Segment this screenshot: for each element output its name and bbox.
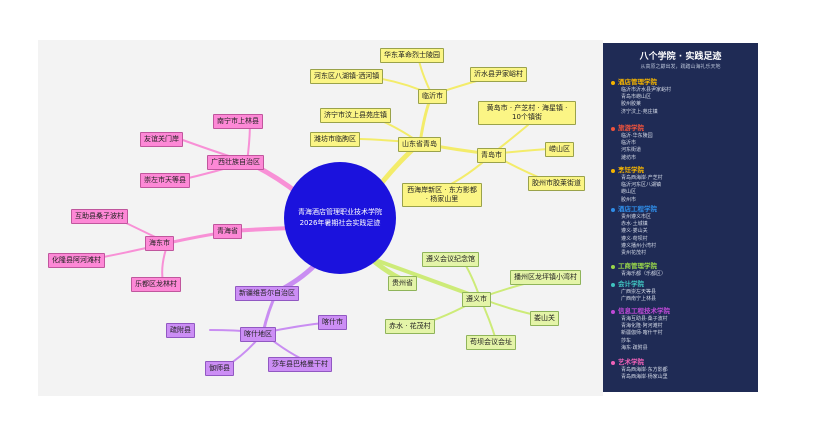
node-ledu: 乐都区龙林村 [131, 277, 181, 292]
legend-item: 济宁汶上·苑庄镇 [621, 108, 658, 115]
node-jiaozhou: 胶州市胶莱街道 [528, 176, 585, 191]
node-minhe: 互助县桑子波村 [71, 209, 128, 224]
legend-section: 酒店管理学院 临沂市沂水县尹家峪村 青岛市崂山区 胶州胶莱 济宁汶上·苑庄镇 [611, 79, 671, 116]
node-zunyihall: 遵义会议纪念馆 [422, 252, 479, 267]
legend-item: 新疆伽师·喀什干村 [621, 330, 663, 337]
node-goujiang: 苟坝会议会址 [466, 335, 516, 350]
legend-section: 信息工程技术学院 青海互助县·桑子波村 青海化隆·阿河滩村 新疆伽师·喀什干村 … [611, 308, 670, 352]
node-guangxi: 广西壮族自治区 [207, 155, 264, 170]
node-shufu: 疏附县 [166, 323, 195, 338]
legend-item: 胶州胶莱 [621, 101, 642, 108]
legend-section-name: 艺术学院 [618, 358, 644, 366]
node-jining: 济宁市汶上县苑庄镇 [320, 108, 391, 123]
node-zunyi: 遵义市 [462, 292, 491, 307]
node-qinghai: 青海省 [213, 224, 242, 239]
legend-item: 潍坊市 [621, 154, 637, 161]
legend-dot [611, 309, 615, 314]
legend-dot [611, 207, 615, 212]
legend-item: 临沂·华东陵园 [621, 133, 653, 139]
node-jiashi: 伽师县 [205, 361, 234, 376]
legend-item: 临沂市沂水县尹家峪村 [621, 87, 672, 93]
node-guizhou: 贵州省 [388, 276, 417, 291]
legend-panel: 八个学院 · 实践足迹 从高原之巅出发，践踏山海礼乐天地 酒店管理学院 临沂市沂… [603, 43, 758, 392]
legend-section: 烹饪学院 青岛西海岸·产芝村 临沂河东区八湖镇 崂山区 胶州市 [611, 167, 663, 204]
legend-dot [611, 80, 615, 85]
legend-item: 广西崇左天等县 [621, 289, 657, 295]
legend-section-name: 工商管理学院 [618, 262, 657, 270]
node-shache: 莎车县巴格曼干村 [268, 357, 332, 372]
legend-item: 广西南宁上林县 [621, 296, 657, 303]
legend-item: 青岛西海岸·东方影都 [621, 367, 668, 373]
legend-item: 临沂市 [621, 140, 637, 147]
legend-section-name: 酒店工程学院 [618, 205, 657, 213]
node-haidong: 海东市 [145, 236, 174, 251]
legend-section: 工商管理学院 青海乐都（乐都区） [611, 263, 666, 278]
legend-section-name: 旅游学院 [618, 124, 644, 132]
legend-item: 青海化隆·阿河滩村 [621, 323, 663, 330]
node-kashi: 喀什地区 [240, 327, 276, 342]
node-chongzuo: 崇左市天等县 [140, 173, 190, 188]
legend-item: 青岛市崂山区 [621, 94, 652, 101]
legend-section-name: 烹饪学院 [618, 166, 644, 174]
legend-section-name: 会计学院 [618, 280, 644, 288]
node-huadong: 华东革命烈士陵园 [380, 48, 444, 63]
legend-subtitle: 从高原之巅出发，践踏山海礼乐天地 [640, 64, 721, 70]
legend-dot [611, 168, 615, 173]
node-weifang: 潍坊市临朐区 [310, 132, 360, 147]
legend-section: 艺术学院 青岛西海岸·东方影都 青岛西海岸·杨家山里 [611, 359, 668, 381]
legend-section: 会计学院 广西崇左天等县 广西南宁上林县 [611, 281, 656, 303]
legend-item: 青海乐都（乐都区） [621, 271, 667, 277]
legend-item: 河东街道 [621, 147, 642, 154]
legend-item: 莎车 [621, 337, 632, 344]
legend-item: 遵义播州小湾村 [621, 242, 657, 249]
node-xinjiang: 新疆维吾尔自治区 [235, 286, 299, 301]
legend-section: 酒店工程学院 贵州遵义市区 赤水·土城镇 遵义·娄山关 遵义·苟坝村 遵义播州小… [611, 206, 657, 257]
node-hualong: 化隆县阿河滩村 [48, 253, 105, 268]
node-yishui: 沂水县尹家峪村 [470, 67, 527, 82]
legend-section-name: 酒店管理学院 [618, 78, 657, 86]
legend-item: 遵义·苟坝村 [621, 235, 648, 242]
legend-section-name: 信息工程技术学院 [618, 307, 670, 315]
node-linyi: 临沂市 [418, 89, 447, 104]
legend-item: 胶州市 [621, 196, 637, 203]
legend-item: 青岛西海岸·产芝村 [621, 175, 663, 181]
legend-title: 八个学院 · 实践足迹 [639, 52, 722, 62]
legend-item: 赤水·土城镇 [621, 221, 648, 228]
node-loushan: 娄山关 [530, 311, 559, 326]
node-bozhou: 播州区龙坪镇小湾村 [510, 270, 581, 285]
legend-item: 海东·疏附县 [621, 344, 648, 351]
node-kashicity: 喀什市 [318, 315, 347, 330]
center-node: 青海酒店管理职业技术学院2026年暑期社会实践足迹 [284, 162, 396, 274]
legend-item: 遵义·娄山关 [621, 228, 648, 235]
legend-item: 崂山区 [621, 189, 637, 196]
node-chishui: 赤水 · 花茂村 [385, 319, 435, 334]
node-nanning: 南宁市上林县 [213, 114, 263, 129]
node-huangdao: 黄岛市 · 产芝村 · 海星镇 · 10个镇街 [478, 101, 576, 125]
legend-dot [611, 282, 615, 287]
node-qingdao: 青岛市 [477, 148, 506, 163]
legend-item: 青岛西海岸·杨家山里 [621, 374, 668, 381]
legend-item: 临沂河东区八湖镇 [621, 182, 662, 189]
node-laoshan: 崂山区 [545, 142, 574, 157]
legend-dot [611, 360, 615, 365]
node-hedong: 河东区八湖镇·洒河镇 [310, 69, 384, 84]
node-shandong: 山东省青岛 [398, 137, 441, 152]
node-xihaian: 西海岸新区 · 东方影都 · 杨家山里 [402, 183, 482, 207]
legend-item: 贵州花茂村 [621, 250, 647, 257]
node-youyi: 友谊关门岸 [140, 132, 183, 147]
legend-dot [611, 126, 615, 131]
legend-item: 青海互助县·桑子波村 [621, 316, 668, 322]
legend-section: 旅游学院 临沂·华东陵园 临沂市 河东街道 潍坊市 [611, 125, 653, 162]
legend-dot [611, 264, 615, 269]
legend-item: 贵州遵义市区 [621, 214, 652, 220]
